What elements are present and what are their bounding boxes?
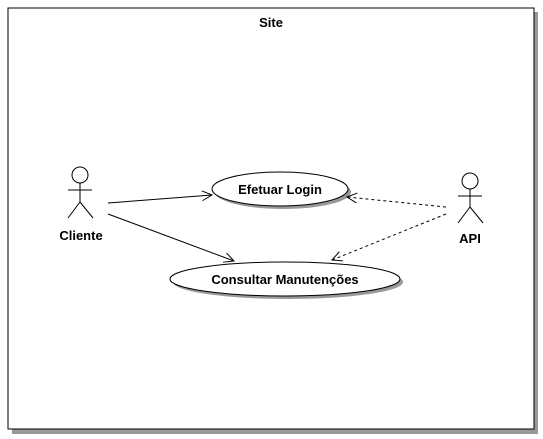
use-case-efetuar-login[interactable]: Efetuar Login: [211, 171, 351, 209]
association-cliente-consultar-manutencoes: [107, 213, 234, 261]
use-case-consultar-manutencoes-shape: [169, 261, 401, 297]
actor-cliente-leg-right: [79, 201, 94, 219]
actor-api[interactable]: API: [457, 172, 484, 246]
actor-cliente[interactable]: Cliente: [59, 166, 103, 243]
dependency-api-consultar-manutencoes: [332, 213, 447, 260]
actor-api-leg-left: [457, 206, 471, 224]
boundary-title: Site: [259, 15, 283, 30]
actor-cliente-head: [71, 166, 89, 184]
actor-api-head: [461, 172, 479, 190]
use-case-efetuar-login-label: Efetuar Login: [238, 182, 322, 197]
actor-api-leg-right: [469, 206, 484, 224]
use-case-efetuar-login-shape: [211, 171, 349, 207]
use-case-consultar-manutencoes[interactable]: Consultar Manutenções: [169, 261, 403, 299]
dependency-api-efetuar-login: [347, 197, 447, 208]
use-case-consultar-manutencoes-label: Consultar Manutenções: [211, 272, 358, 287]
actor-cliente-label: Cliente: [59, 228, 102, 243]
system-boundary: [7, 7, 535, 430]
actor-cliente-leg-left: [67, 201, 81, 219]
association-cliente-efetuar-login: [107, 195, 212, 204]
actor-api-label: API: [459, 231, 481, 246]
